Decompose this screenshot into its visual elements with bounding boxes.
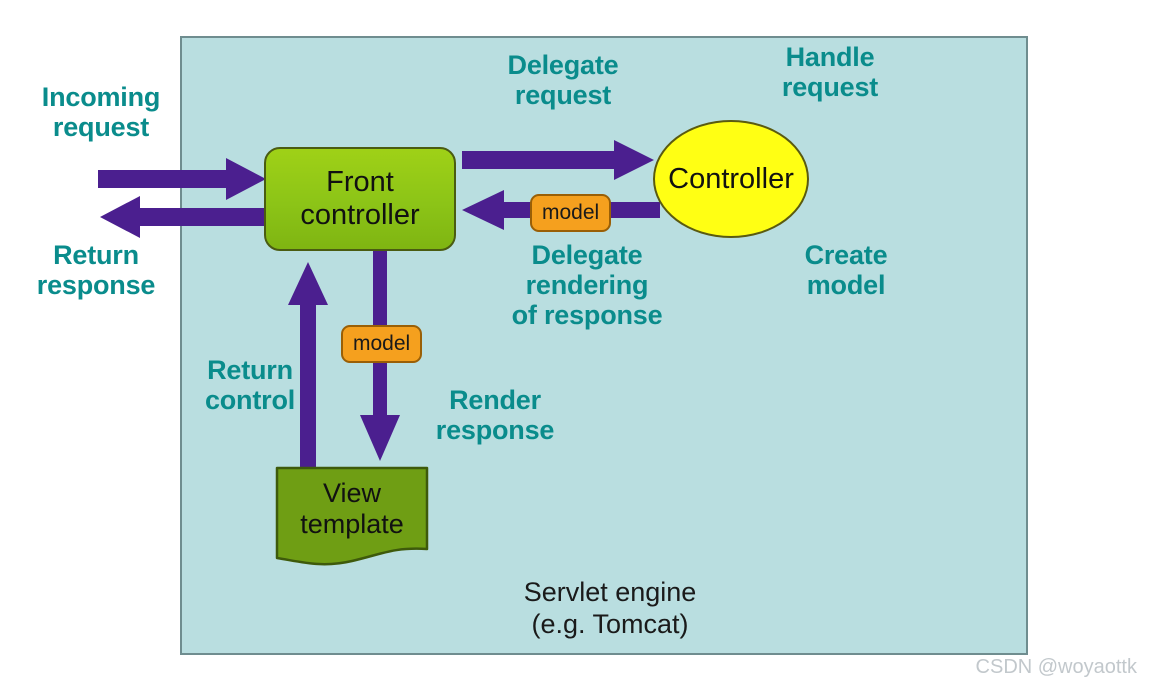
watermark: CSDN @woyaottk bbox=[975, 656, 1137, 678]
controller-label: Controller bbox=[668, 162, 794, 195]
front-controller-label: Front controller bbox=[300, 165, 420, 231]
model-badge-view[interactable]: model bbox=[341, 325, 423, 363]
label-handle-request: Handle request bbox=[781, 42, 879, 103]
model-badge-controller[interactable]: model bbox=[530, 194, 612, 232]
node-front-controller[interactable]: Front controller bbox=[264, 147, 456, 251]
node-view-template[interactable]: View template bbox=[274, 466, 430, 570]
arrow-incoming-request bbox=[98, 158, 266, 200]
view-template-label: View template bbox=[300, 478, 404, 540]
arrow-return-response bbox=[100, 196, 266, 238]
label-render-response: Render response bbox=[435, 385, 555, 446]
label-delegate-request: Delegate request bbox=[507, 50, 619, 111]
servlet-engine-caption: Servlet engine (e.g. Tomcat) bbox=[523, 577, 697, 639]
node-controller[interactable]: Controller bbox=[653, 120, 809, 238]
label-return-control: Return control bbox=[204, 355, 296, 416]
label-incoming-request: Incoming request bbox=[41, 82, 161, 143]
arrow-delegate-request bbox=[462, 140, 654, 180]
arrow-return-control bbox=[288, 262, 328, 467]
label-return-response: Return response bbox=[36, 240, 156, 301]
view-template-shape bbox=[275, 466, 429, 566]
label-create-model: Create model bbox=[804, 240, 888, 301]
label-delegate-rendering-of-response: Delegate rendering of response bbox=[511, 240, 663, 331]
